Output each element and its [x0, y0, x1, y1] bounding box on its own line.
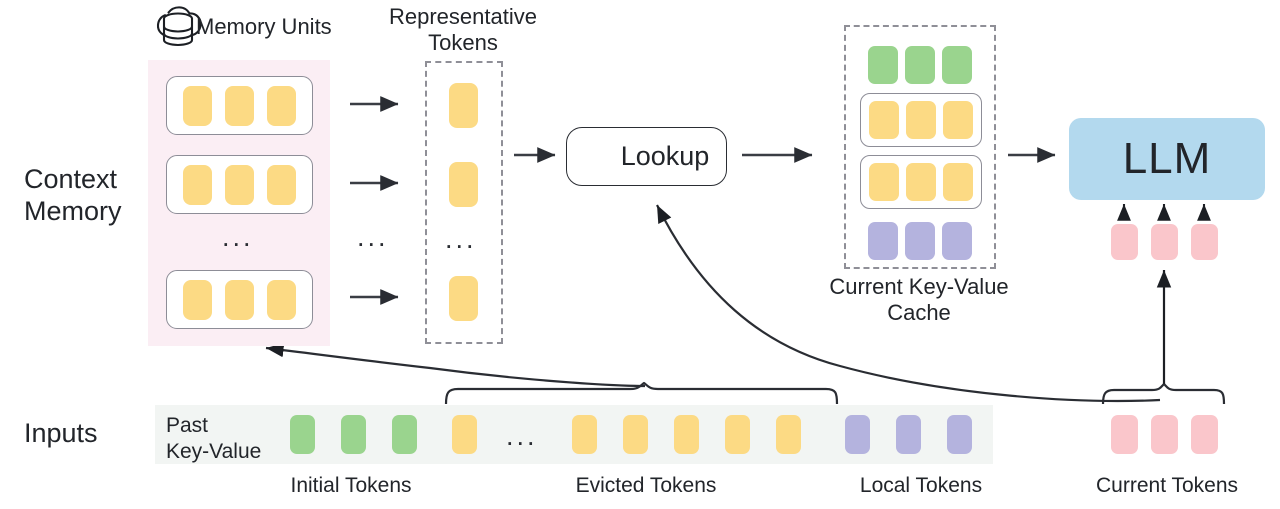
group-label-local-tokens: Local Tokens	[859, 474, 983, 497]
brace-evicted-tokens	[444, 381, 839, 405]
memory-token	[225, 164, 254, 205]
input-token-local-3	[947, 415, 972, 454]
kv-token-yellow	[943, 101, 973, 139]
kv-row-retrieved-1	[860, 93, 982, 147]
llm-input-token-1	[1111, 224, 1138, 260]
lookup-label: Lookup	[620, 141, 710, 171]
lookup-button[interactable]: Lookup	[566, 127, 727, 186]
current-kv-cache-title: Current Key-Value Cache	[829, 274, 1009, 326]
input-token-initial-1	[290, 415, 315, 454]
current-token-3	[1191, 415, 1218, 454]
input-token-initial-3	[392, 415, 417, 454]
kv-token-green	[942, 46, 972, 84]
past-key-value-label: Past Key-Value	[166, 414, 262, 464]
transform-ellipsis: ...	[357, 222, 389, 252]
current-token-1	[1111, 415, 1138, 454]
memory-token	[267, 164, 296, 205]
brace-current-tokens	[1101, 382, 1226, 405]
memory-token	[225, 85, 254, 126]
kv-row-retrieved-2	[860, 155, 982, 209]
kv-row-initial	[860, 41, 980, 89]
kv-token-yellow	[906, 163, 936, 201]
kv-row-local	[860, 217, 980, 265]
kv-token-yellow	[943, 163, 973, 201]
group-label-current-tokens: Current Tokens	[1096, 474, 1239, 497]
input-sequence-ellipsis: ...	[506, 421, 538, 451]
representative-tokens-title: Representative Tokens	[389, 4, 537, 56]
memory-token	[183, 279, 212, 320]
input-token-initial-2	[341, 415, 366, 454]
kv-token-yellow	[869, 163, 899, 201]
kv-token-yellow	[906, 101, 936, 139]
input-token-evicted-1	[452, 415, 477, 454]
representative-token-1	[449, 83, 478, 128]
row-label-context-memory: Context Memory	[24, 164, 122, 227]
kv-token-purple	[942, 222, 972, 260]
memory-token	[225, 279, 254, 320]
memory-unit-2[interactable]	[166, 155, 313, 214]
llm-input-token-3	[1191, 224, 1218, 260]
current-kv-cache-box	[844, 25, 996, 269]
llm-label: LLM	[1122, 134, 1212, 183]
memory-unit-3[interactable]	[166, 270, 313, 329]
arrow-evicted-to-context-memory	[265, 342, 646, 388]
memory-token	[183, 164, 212, 205]
kv-token-green	[868, 46, 898, 84]
kv-token-purple	[868, 222, 898, 260]
cloud-database-icon	[156, 6, 202, 38]
input-token-evicted-3	[623, 415, 648, 454]
representative-tokens-ellipsis: ...	[445, 224, 477, 254]
representative-token-2	[449, 162, 478, 207]
input-token-evicted-4	[674, 415, 699, 454]
memory-token	[183, 85, 212, 126]
memory-token	[267, 279, 296, 320]
current-token-2	[1151, 415, 1178, 454]
memory-units-title: Memory Units	[196, 14, 332, 39]
row-label-inputs: Inputs	[24, 418, 98, 448]
input-token-local-2	[896, 415, 921, 454]
representative-token-3	[449, 276, 478, 321]
llm-input-token-2	[1151, 224, 1178, 260]
kv-token-purple	[905, 222, 935, 260]
input-token-evicted-2	[572, 415, 597, 454]
llm-block[interactable]: LLM	[1069, 118, 1265, 200]
kv-token-green	[905, 46, 935, 84]
input-token-evicted-5	[725, 415, 750, 454]
memory-unit-1[interactable]	[166, 76, 313, 135]
input-token-local-1	[845, 415, 870, 454]
input-token-evicted-6	[776, 415, 801, 454]
memory-token	[267, 85, 296, 126]
database-cylinder-icon	[162, 12, 194, 47]
representative-tokens-box: ...	[425, 61, 503, 344]
group-label-evicted-tokens: Evicted Tokens	[575, 474, 717, 497]
memory-units-ellipsis: ...	[222, 222, 254, 252]
group-label-initial-tokens: Initial Tokens	[290, 474, 412, 497]
kv-token-yellow	[869, 101, 899, 139]
